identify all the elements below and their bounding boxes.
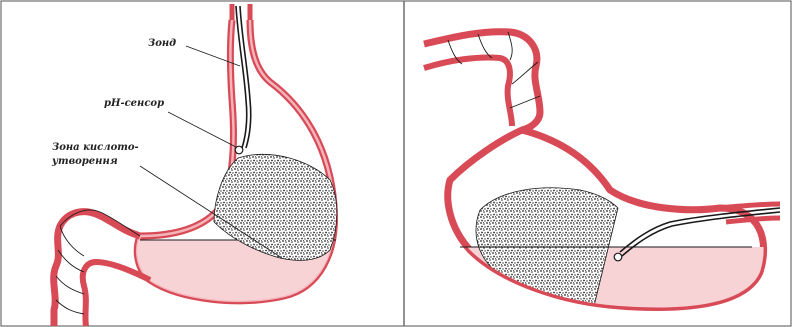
label-ph-sensor: pH-сенсор [104,98,164,109]
ph-sensor-right [614,253,622,261]
label-probe: Зонд [148,38,176,49]
ph-sensor-left [235,146,243,154]
label-acid-zone-line2: утворення [51,156,118,167]
label-acid-zone-line1: Зона кислото- [52,142,139,153]
